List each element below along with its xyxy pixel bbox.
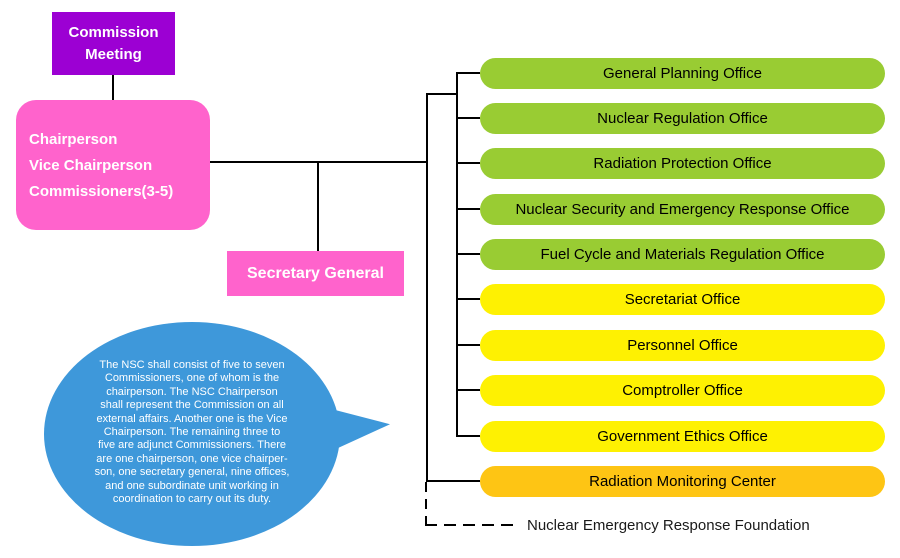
note-bubble-text: The NSC shall consist of five to seven C… — [94, 359, 290, 506]
office-label: Radiation Protection Office — [593, 155, 772, 172]
office-label: Personnel Office — [627, 337, 738, 354]
secretary-general-box: Secretary General — [227, 251, 404, 296]
stub-radiation-monitoring — [426, 480, 480, 482]
note-bubble-ellipse — [44, 322, 340, 546]
office-label: Radiation Monitoring Center — [589, 473, 776, 490]
note-bubble-tail — [326, 407, 390, 450]
foundation-label: Nuclear Emergency Response Foundation — [527, 517, 810, 534]
commission-meeting-label: Commission Meeting — [68, 23, 159, 63]
stub-comptroller — [456, 389, 480, 391]
stub-fuel-cycle — [456, 253, 480, 255]
stub-nuclear-security — [456, 208, 480, 210]
secretary-general-label: Secretary General — [247, 264, 384, 282]
connector-meeting-to-chair — [112, 75, 114, 101]
office-box-personnel: Personnel Office — [480, 330, 885, 361]
stub-general-planning — [456, 72, 480, 74]
office-box-government-ethics: Government Ethics Office — [480, 421, 885, 452]
stub-nuclear-regulation — [456, 117, 480, 119]
connector-chair-to-trunk — [210, 161, 428, 163]
stub-radiation-protection — [456, 162, 480, 164]
stub-personnel — [456, 344, 480, 346]
office-box-nuclear-regulation: Nuclear Regulation Office — [480, 103, 885, 134]
office-label: Secretariat Office — [624, 291, 741, 308]
trunk-vertical-line — [426, 93, 428, 482]
commission-meeting-box: Commission Meeting — [52, 12, 175, 75]
office-box-comptroller: Comptroller Office — [480, 375, 885, 406]
commissioners-label: Commissioners(3-5) — [29, 182, 174, 200]
chairperson-box: Chairperson Vice Chairperson Commissione… — [16, 100, 210, 230]
office-label: General Planning Office — [603, 65, 762, 82]
office-box-fuel-cycle: Fuel Cycle and Materials Regulation Offi… — [480, 239, 885, 270]
office-label: Nuclear Regulation Office — [597, 110, 768, 127]
dashed-vertical-line — [425, 482, 427, 526]
chairperson-label: Chairperson — [29, 130, 118, 148]
connector-secretary-drop — [317, 161, 319, 251]
office-box-radiation-monitoring: Radiation Monitoring Center — [480, 466, 885, 497]
office-label: Comptroller Office — [622, 382, 743, 399]
stub-secretariat — [456, 298, 480, 300]
trunk-top-connector — [426, 93, 458, 95]
office-box-radiation-protection: Radiation Protection Office — [480, 148, 885, 179]
office-label: Nuclear Security and Emergency Response … — [515, 201, 850, 218]
stub-government-ethics — [456, 435, 480, 437]
dashed-horizontal-line — [425, 524, 520, 526]
office-label: Government Ethics Office — [597, 428, 768, 445]
office-box-secretariat: Secretariat Office — [480, 284, 885, 315]
vice-chairperson-label: Vice Chairperson — [29, 156, 153, 174]
office-box-nuclear-security: Nuclear Security and Emergency Response … — [480, 194, 885, 225]
office-box-general-planning: General Planning Office — [480, 58, 885, 89]
office-label: Fuel Cycle and Materials Regulation Offi… — [540, 246, 825, 263]
